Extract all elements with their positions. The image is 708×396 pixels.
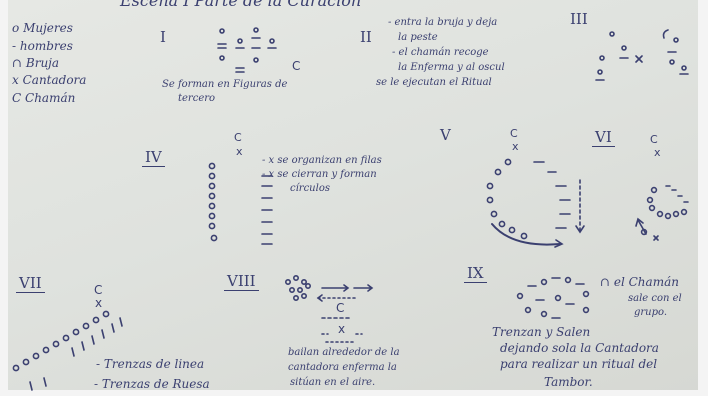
- scene-6-chaman-marker: C: [650, 133, 658, 146]
- scene-4-formation: [208, 162, 273, 245]
- scene-9-line-3: para realizar un ritual del: [500, 357, 658, 371]
- legend-item-hombres: - hombres: [12, 39, 73, 53]
- bottom-border: [0, 390, 708, 396]
- scene-2-line-1: - entra la bruja y deja: [388, 17, 498, 28]
- scene-1-formation: [217, 27, 277, 73]
- scene-7-chaman-marker: C: [94, 283, 103, 297]
- scene-8-formation: [284, 274, 374, 343]
- scene-1-caption-line-1: Se forman en Figuras de: [162, 79, 288, 90]
- scene-1-caption-line-2: tercero: [178, 93, 216, 104]
- scene-8-line-3: sitúan en el aire.: [290, 377, 376, 388]
- scene-9-numeral: IX: [464, 266, 487, 283]
- scene-7-cantadora-marker: x: [95, 296, 103, 310]
- scene-3-numeral: III: [570, 10, 588, 28]
- scene-5-chaman-marker: C: [510, 127, 518, 140]
- scene-2-line-4: la Enferma y al oscul: [398, 62, 505, 73]
- legend-item-chaman: C Chamán: [12, 91, 76, 105]
- scene-8-chaman-marker: C: [336, 301, 345, 315]
- scene-8-cantadora-marker: x: [338, 322, 346, 336]
- scene-4-line-2: - x se cierran y forman: [262, 169, 377, 180]
- scene-9-formation: [516, 276, 590, 319]
- legend-item-mujeres: o Mujeres: [12, 21, 73, 35]
- scene-8-line-1: bailan alrededor de la: [288, 347, 400, 358]
- scene-9-bruja-note-2: sale con el: [628, 293, 682, 304]
- scene-2-line-3: - el chamán recoge: [392, 47, 489, 58]
- scene-7-line-2: - Trenzas de Ruesa: [94, 377, 210, 391]
- scene-7-line-1: - Trenzas de linea: [96, 357, 205, 371]
- scene-4-line-1: - x se organizan en filas: [262, 155, 382, 166]
- scene-4-cantadora-marker: x: [236, 145, 243, 158]
- scene-9-line-2: dejando sola la Cantadora: [500, 341, 659, 355]
- page-title: Escena I Parte de la Curacion: [120, 0, 362, 10]
- scene-2-line-5: se le ejecutan el Ritual: [376, 77, 492, 88]
- scene-5-numeral: V: [440, 126, 451, 144]
- scene-9-line-1: Trenzan y Salen: [492, 325, 591, 339]
- scene-6-cantadora-marker: x: [654, 146, 661, 159]
- scene-7-numeral: VII: [16, 276, 45, 293]
- legend-item-cantadora: x Cantadora: [12, 73, 87, 87]
- legend-item-bruja: ∩ Bruja: [12, 56, 60, 70]
- scene-9-bruja-note-3: grupo.: [634, 307, 668, 318]
- scene-1-chaman-marker: C: [292, 59, 301, 73]
- scene-7-formation: [12, 310, 123, 391]
- scene-3-formation: [595, 29, 689, 81]
- scene-4-line-3: círculos: [290, 183, 330, 194]
- scene-2-numeral: II: [360, 28, 372, 46]
- scene-6-formation: [635, 185, 689, 241]
- scene-6-numeral: VI: [592, 130, 615, 147]
- scene-4-numeral: IV: [142, 150, 165, 167]
- scene-2-line-2: la peste: [398, 32, 438, 43]
- right-border: [698, 0, 708, 396]
- scene-9-bruja-note-1: ∩ el Chamán: [600, 275, 679, 289]
- scene-5-formation: [486, 158, 585, 248]
- scene-5-cantadora-marker: x: [512, 140, 519, 153]
- scene-8-numeral: VIII: [224, 274, 259, 291]
- scene-4-chaman-marker: C: [234, 131, 242, 144]
- left-border: [0, 0, 8, 396]
- scene-1-numeral: I: [160, 28, 166, 46]
- scene-8-line-2: cantadora enferma la: [288, 362, 397, 373]
- scene-9-line-4: Tambor.: [544, 375, 593, 389]
